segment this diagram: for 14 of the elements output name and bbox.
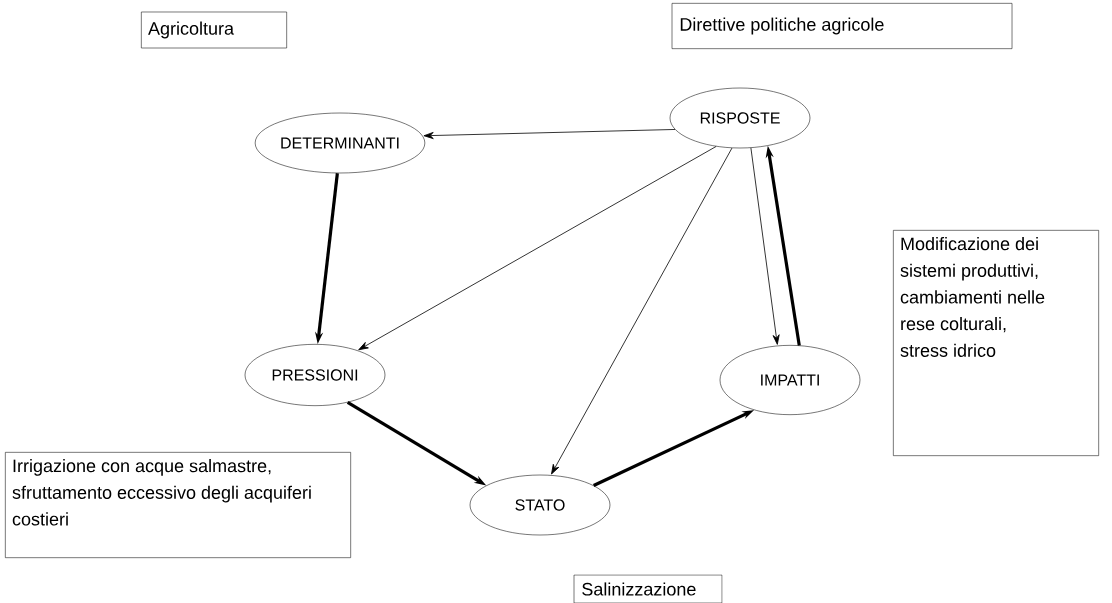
ellipse-node: DETERMINANTI <box>254 112 426 174</box>
label-box: Agricoltura <box>141 11 287 49</box>
label-box: Modificazione dei sistemi produttivi, cambiamenti nelle rese colturali, stress idrico <box>893 230 1099 456</box>
ellipse-node: RISPOSTE <box>669 87 811 149</box>
label-box: Salinizzazione <box>573 574 723 603</box>
ellipse-node: PRESSIONI <box>244 344 386 406</box>
arrow <box>358 146 717 351</box>
ellipse-node: IMPATTI <box>719 345 861 415</box>
ellipse-node: STATO <box>469 474 611 536</box>
arrow <box>750 147 780 345</box>
label-box: Direttive politiche agricole <box>671 3 1013 49</box>
label-box: Irrigazione con acque salmastre, sfruttamento eccessivo degli acquiferi costieri <box>5 452 351 558</box>
arrow <box>423 129 676 140</box>
arrow <box>551 147 733 475</box>
